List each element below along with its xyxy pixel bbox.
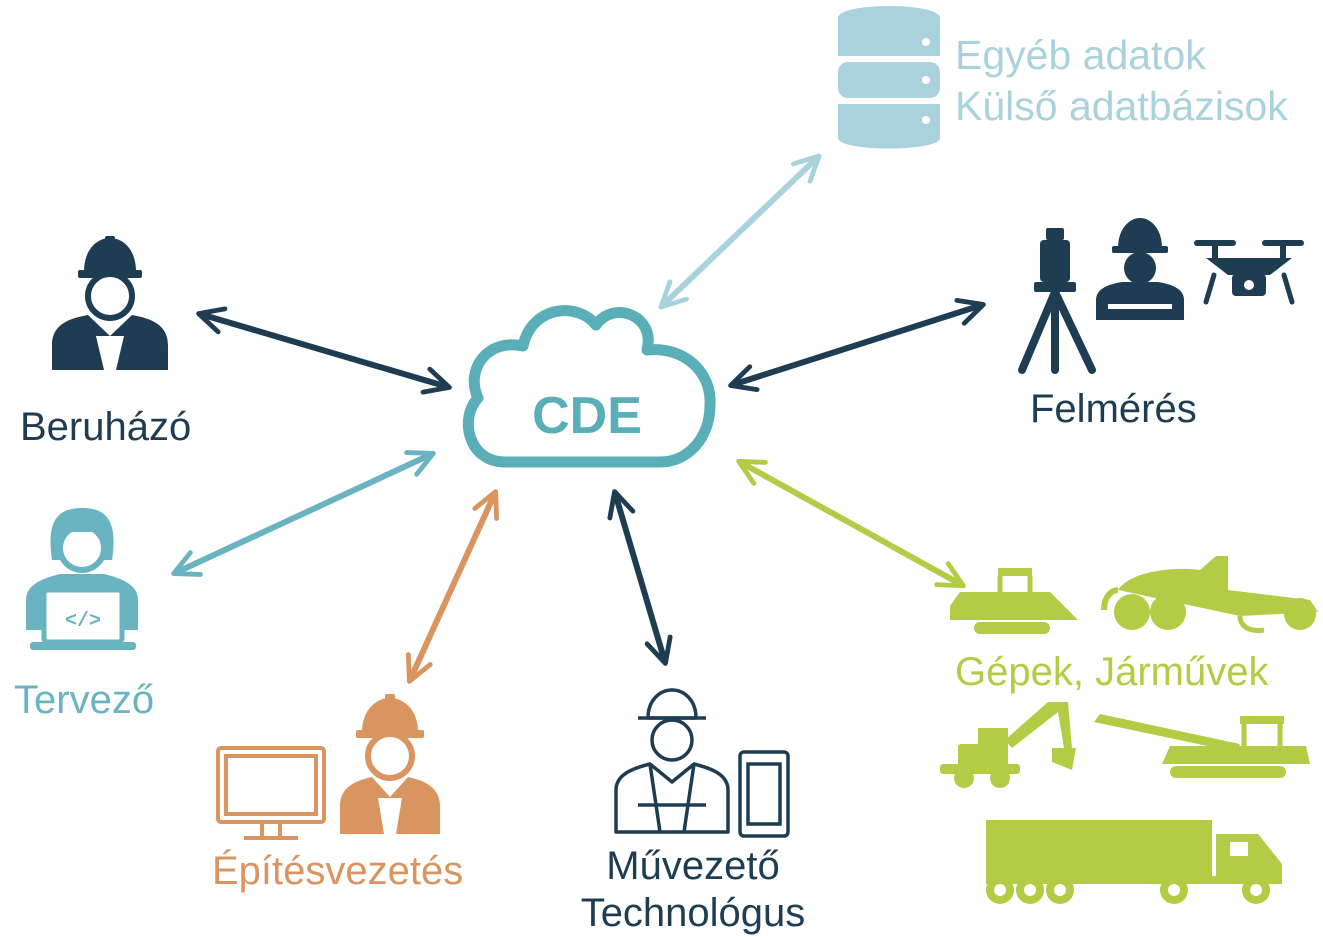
developer-laptop-icon: </> xyxy=(26,508,138,650)
excavator-icon xyxy=(940,702,1076,788)
arrow-cde-machines xyxy=(736,458,966,589)
site-manager-line2: Technológus xyxy=(580,890,806,935)
construction-worker-icon xyxy=(1096,218,1184,320)
external-data-line2: Külső adatbázisok xyxy=(955,83,1288,130)
survey-label: Felmérés xyxy=(1030,387,1197,431)
construction-worker-icon xyxy=(340,694,440,834)
arrow-cde-site-manager xyxy=(607,489,673,666)
milling-machine-icon xyxy=(1094,714,1310,778)
database-icon xyxy=(838,6,940,149)
total-station-tripod-icon xyxy=(1018,228,1096,374)
arrow-cde-investor xyxy=(196,306,452,395)
grader-icon xyxy=(1101,556,1318,633)
arrow-cde-designer xyxy=(171,450,436,577)
arrow-cde-construction-management xyxy=(405,489,500,684)
drone-icon xyxy=(1194,240,1304,305)
construction-management-label: Építésvezetés xyxy=(212,849,464,893)
arrow-cde-survey xyxy=(728,298,986,392)
construction-worker-icon xyxy=(52,236,168,370)
cloud-icon xyxy=(462,305,716,468)
investor-label: Beruházó xyxy=(20,405,192,449)
cde-label: CDE xyxy=(532,387,642,445)
svg-text:</>: </> xyxy=(65,610,101,633)
site-manager-line1: Művezető xyxy=(606,844,780,888)
external-data-line1: Egyéb adatok xyxy=(955,32,1206,78)
arrow-cde-external-data xyxy=(658,153,822,310)
external-data-label: Egyéb adatok Külső adatbázisok xyxy=(955,30,1288,133)
smartphone-icon xyxy=(738,750,790,838)
site-manager-label: Művezető Technológus xyxy=(560,843,826,937)
dump-truck-icon xyxy=(986,820,1282,904)
machines-label: Gépek, Járművek xyxy=(955,650,1269,694)
monitor-icon xyxy=(216,746,326,840)
construction-worker-outline-icon xyxy=(614,688,730,834)
designer-label: Tervező xyxy=(14,678,155,722)
paver-icon xyxy=(950,568,1078,634)
